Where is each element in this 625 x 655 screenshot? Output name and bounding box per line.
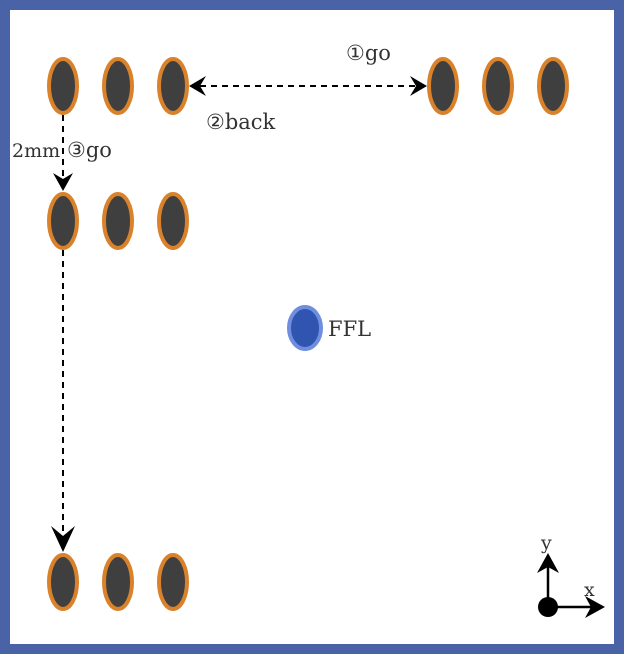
long-scan-arrow	[51, 250, 75, 552]
coil-element	[47, 57, 79, 115]
arrowhead-down-icon	[53, 173, 73, 191]
element-group-top-right	[427, 57, 569, 115]
element-group-top-left	[47, 57, 189, 115]
axis-y-arrowhead-icon	[537, 553, 559, 573]
label-axis-y: y	[540, 532, 552, 554]
label-go-first: ①go	[346, 41, 391, 65]
element-group-bottom-left	[47, 553, 189, 611]
axis-origin-dot	[538, 597, 558, 617]
coil-element	[102, 192, 134, 250]
coil-element	[157, 553, 189, 611]
label-axis-x: x	[584, 579, 595, 601]
element-group-middle-left	[47, 192, 189, 250]
label-go-third: ③go	[67, 138, 112, 162]
ffl-marker	[287, 305, 323, 351]
arrowhead-left-icon	[189, 76, 206, 96]
arrowhead-right-icon	[410, 76, 427, 96]
axis-indicator: y x	[537, 532, 605, 618]
arrowhead-down-icon	[51, 526, 75, 552]
step-arrow	[53, 115, 73, 191]
coil-element	[102, 57, 134, 115]
label-back: ②back	[206, 110, 276, 134]
coil-element	[47, 553, 79, 611]
coil-element	[47, 192, 79, 250]
go-back-arrow	[189, 76, 427, 96]
axis-x-arrowhead-icon	[585, 596, 605, 618]
coil-element	[157, 57, 189, 115]
label-step-size: 2mm	[12, 140, 60, 162]
coil-element	[537, 57, 569, 115]
coil-element	[427, 57, 459, 115]
coil-element	[482, 57, 514, 115]
coil-element	[102, 553, 134, 611]
coil-element	[157, 192, 189, 250]
label-ffl: FFL	[328, 317, 371, 341]
